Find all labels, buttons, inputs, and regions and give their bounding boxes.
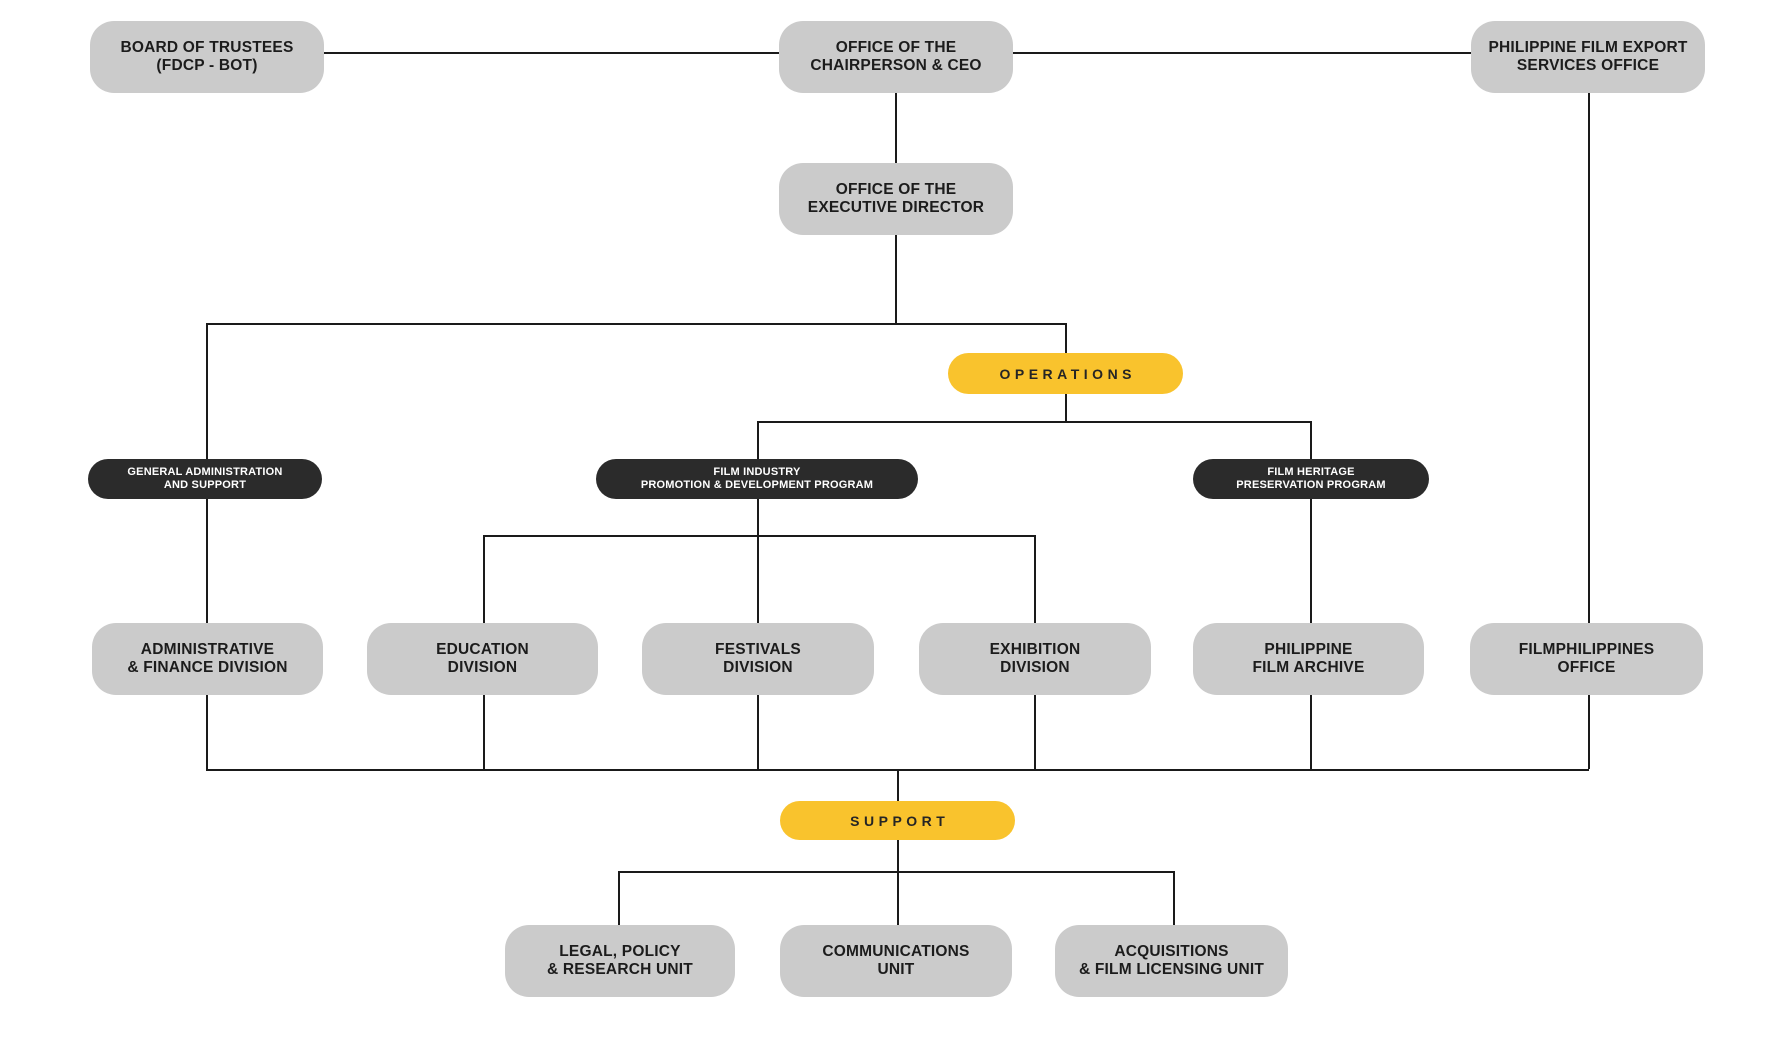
node-filmphilippines-office: FILMPHILIPPINES OFFICE <box>1470 623 1703 695</box>
connector-line <box>483 535 1035 537</box>
node-acquisitions-film-licensing-unit: ACQUISITIONS & FILM LICENSING UNIT <box>1055 925 1288 997</box>
connector-line <box>1065 393 1067 421</box>
connector-line <box>897 769 899 801</box>
node-film-heritage-preservation: FILM HERITAGE PRESERVATION PROGRAM <box>1193 459 1429 499</box>
node-operations: OPERATIONS <box>948 353 1183 394</box>
connector-line <box>206 498 208 623</box>
connector-line <box>1013 52 1471 54</box>
node-board-of-trustees: BOARD OF TRUSTEES (FDCP - BOT) <box>90 21 324 93</box>
connector-line <box>1034 695 1036 769</box>
connector-line <box>1588 695 1590 769</box>
connector-line <box>757 498 759 623</box>
connector-line <box>1034 535 1036 623</box>
connector-line <box>483 535 485 623</box>
connector-line <box>483 695 485 769</box>
node-exhibition-division: EXHIBITION DIVISION <box>919 623 1151 695</box>
connector-line <box>895 93 897 163</box>
node-philippine-film-archive: PHILIPPINE FILM ARCHIVE <box>1193 623 1424 695</box>
connector-line <box>757 421 1311 423</box>
connector-line <box>757 421 759 459</box>
connector-line <box>895 235 897 323</box>
connector-line <box>206 695 208 769</box>
connector-line <box>618 871 1174 873</box>
connector-line <box>1588 93 1590 623</box>
connector-line <box>757 695 759 769</box>
node-legal-policy-research-unit: LEGAL, POLICY & RESEARCH UNIT <box>505 925 735 997</box>
connector-line <box>1310 695 1312 769</box>
node-support: SUPPORT <box>780 801 1015 840</box>
connector-line <box>1173 871 1175 925</box>
node-communications-unit: COMMUNICATIONS UNIT <box>780 925 1012 997</box>
connector-line <box>1310 498 1312 623</box>
connector-line <box>897 839 899 925</box>
connector-line <box>324 52 779 54</box>
node-office-executive-director: OFFICE OF THE EXECUTIVE DIRECTOR <box>779 163 1013 235</box>
connector-line <box>206 323 1066 325</box>
node-office-chairperson-ceo: OFFICE OF THE CHAIRPERSON & CEO <box>779 21 1013 93</box>
node-philippine-film-export-services-office: PHILIPPINE FILM EXPORT SERVICES OFFICE <box>1471 21 1705 93</box>
node-film-industry-promotion-development: FILM INDUSTRY PROMOTION & DEVELOPMENT PR… <box>596 459 918 499</box>
connector-line <box>206 323 208 459</box>
node-general-administration-support: GENERAL ADMINISTRATION AND SUPPORT <box>88 459 322 499</box>
connector-line <box>1065 323 1067 353</box>
connector-line <box>618 871 620 925</box>
connector-line <box>1310 421 1312 459</box>
node-administrative-finance-division: ADMINISTRATIVE & FINANCE DIVISION <box>92 623 323 695</box>
node-education-division: EDUCATION DIVISION <box>367 623 598 695</box>
node-festivals-division: FESTIVALS DIVISION <box>642 623 874 695</box>
